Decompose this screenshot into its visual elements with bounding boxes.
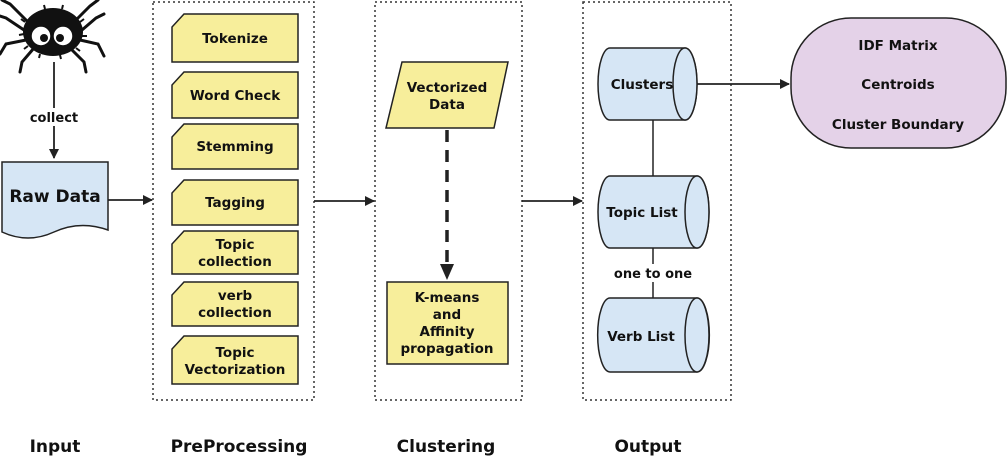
stage-label-preprocessing: PreProcessing [171, 437, 308, 457]
kmeans-affinity-node: K-means and Affinity propagation [386, 281, 509, 365]
output-container [582, 1, 732, 401]
step-label: Topic [216, 345, 255, 361]
stage-label-clustering: Clustering [397, 437, 496, 457]
dashed-arrow-head [440, 264, 454, 280]
collect-label: collect [30, 111, 78, 126]
step-label: collection [198, 254, 272, 270]
topic-list-cylinder: Topic List [597, 175, 710, 249]
preprocessing-step-1: Tokenize [171, 13, 299, 63]
step-label: collection [198, 305, 272, 321]
results-box: IDF Matrix Centroids Cluster Boundary [790, 17, 1007, 149]
vectorized-label-line: Vectorized [407, 80, 488, 96]
clusters-cylinder: Clusters [597, 47, 698, 121]
step-label: Stemming [196, 139, 273, 155]
raw-data-document: Raw Data [1, 161, 109, 239]
preprocessing-step-3: Stemming [171, 123, 299, 170]
step-label: Word Check [190, 88, 281, 104]
algorithm-label-line: and [433, 307, 461, 323]
stage-label-input: Input [30, 437, 81, 457]
vectorized-data-node: Vectorized Data [385, 61, 509, 129]
preprocessing-step-6: verb collection [171, 281, 299, 327]
verb-list-label: Verb List [607, 329, 675, 345]
raw-data-label: Raw Data [9, 187, 100, 207]
spider-crawler-icon [0, 0, 106, 74]
step-label: Topic [216, 237, 255, 253]
preprocessing-step-5: Topic collection [171, 230, 299, 275]
step-label: Tokenize [202, 31, 268, 47]
vectorized-label-line: Data [429, 97, 465, 113]
topic-list-label: Topic List [606, 205, 678, 221]
result-centroids: Centroids [861, 77, 934, 93]
step-label: verb [218, 288, 253, 304]
algorithm-label-line: K-means [415, 290, 480, 306]
preprocessing-step-7: Topic Vectorization [171, 335, 299, 385]
verb-list-cylinder: Verb List [596, 297, 711, 373]
clusters-label: Clusters [611, 77, 673, 93]
preprocessing-step-4: Tagging [171, 179, 299, 226]
step-label: Vectorization [185, 362, 286, 378]
algorithm-label-line: propagation [400, 341, 493, 357]
stage-label-output: Output [614, 437, 681, 457]
preprocessing-step-2: Word Check [171, 71, 299, 119]
one-to-one-label: one to one [614, 267, 692, 282]
result-idf-matrix: IDF Matrix [858, 38, 937, 54]
step-label: Tagging [205, 195, 265, 211]
result-cluster-boundary: Cluster Boundary [832, 117, 964, 133]
algorithm-label-line: Affinity [420, 324, 475, 340]
